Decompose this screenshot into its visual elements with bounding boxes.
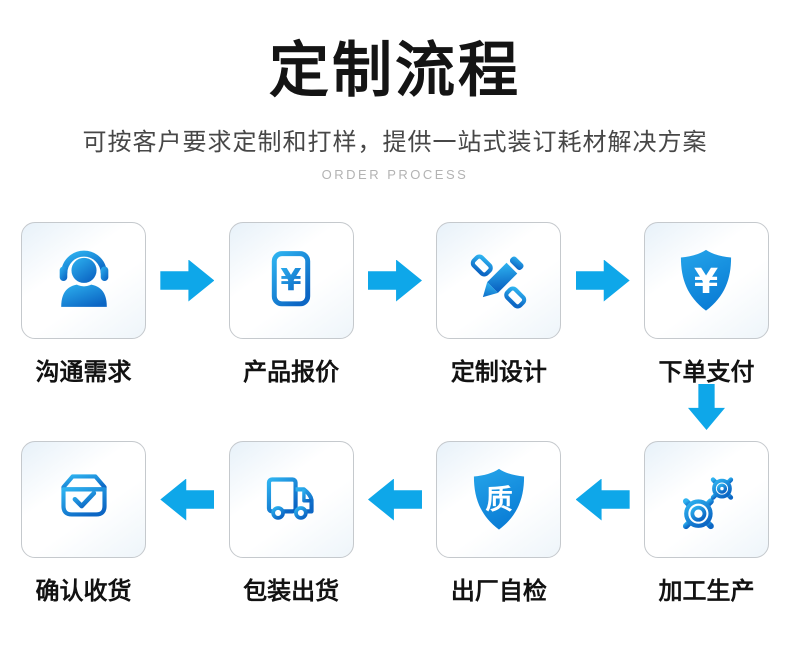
step-card: ¥ [228, 222, 354, 339]
flow-row-top: 沟通需求 ¥ 产品报价 [21, 222, 769, 387]
flow-arrow-down-icon [688, 384, 725, 430]
step-label: 产品报价 [243, 359, 340, 386]
pencil-ruler-icon [470, 254, 527, 308]
box-check-icon [60, 473, 107, 517]
flow-arrow-right-icon [575, 259, 630, 302]
page-title: 定制流程 [269, 37, 521, 104]
step-packing-shipping: 包装出货 [228, 441, 354, 606]
page-tagline: ORDER PROCESS [321, 167, 469, 182]
step-card: 质 [436, 441, 562, 558]
step-card [436, 222, 562, 339]
step-label: 沟通需求 [35, 359, 132, 386]
step-card [643, 441, 769, 558]
flow-row-bottom: 确认收货 包装出货 质 [21, 441, 769, 606]
flow-arrow-left-icon [160, 478, 215, 521]
yuan-glyph: ¥ [694, 262, 718, 302]
step-label: 出厂自检 [450, 578, 547, 605]
step-card: ¥ [643, 222, 769, 339]
page-subtitle: 可按客户要求定制和打样，提供一站式装订耗材解决方案 [82, 129, 708, 156]
step-confirm-receipt: 确认收货 [21, 441, 146, 606]
gears-icon [678, 473, 738, 534]
step-label: 加工生产 [658, 578, 755, 605]
shield-quality-icon: 质 [473, 468, 524, 530]
headset-agent-icon [59, 250, 108, 307]
step-card [21, 441, 146, 558]
step-custom-design: 定制设计 [436, 222, 562, 387]
step-label: 确认收货 [35, 578, 132, 605]
flow-arrow-left-icon [367, 478, 422, 521]
shield-yuan-icon: ¥ [681, 249, 732, 311]
step-card [228, 441, 354, 558]
step-label: 包装出货 [243, 578, 340, 605]
step-factory-inspection: 质 出厂自检 [436, 441, 562, 606]
truck-icon [267, 476, 314, 520]
quality-glyph: 质 [485, 484, 512, 515]
flow-arrow-right-icon [160, 259, 215, 302]
step-label: 下单支付 [658, 359, 755, 386]
flow-arrow-left-icon [575, 478, 630, 521]
yuan-price-card-icon: ¥ [271, 250, 311, 306]
step-card [21, 222, 146, 339]
yuan-glyph: ¥ [281, 263, 302, 298]
step-production: 加工生产 [643, 441, 769, 606]
step-label: 定制设计 [450, 359, 547, 386]
step-product-quote: ¥ 产品报价 [228, 222, 354, 387]
step-order-payment: ¥ 下单支付 [643, 222, 769, 387]
step-communicate-needs: 沟通需求 [21, 222, 146, 387]
flow-arrow-right-icon [367, 259, 422, 302]
